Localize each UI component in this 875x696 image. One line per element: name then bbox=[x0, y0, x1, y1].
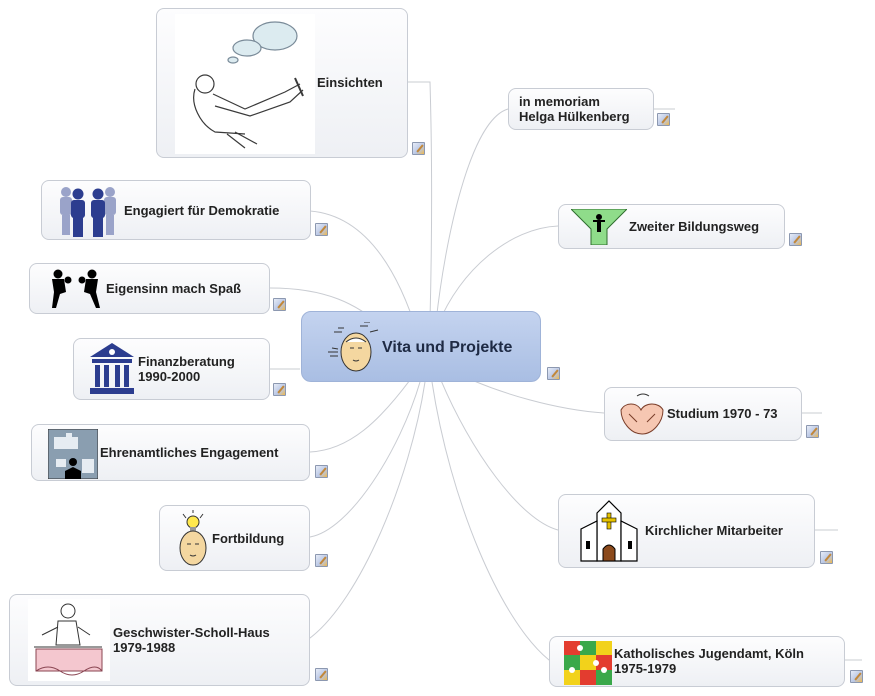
note-icon[interactable] bbox=[315, 465, 328, 478]
link-bildungsweg bbox=[437, 225, 559, 326]
topic-demokratie-label: Engagiert für Demokratie bbox=[124, 203, 280, 218]
link-kirchlich bbox=[439, 377, 838, 531]
link-jugendamt bbox=[431, 381, 862, 661]
link-ehrenamt bbox=[309, 379, 411, 453]
daydreaming-person-picture bbox=[175, 14, 315, 154]
topic-studium-label: Studium 1970 - 73 bbox=[667, 406, 778, 421]
link-fortbildung bbox=[309, 381, 421, 538]
note-icon[interactable] bbox=[315, 554, 328, 567]
topic-finanz-label: Finanzberatung 1990-2000 bbox=[138, 354, 235, 384]
note-icon[interactable] bbox=[789, 233, 802, 246]
boxing-figures-icon bbox=[52, 269, 100, 308]
topic-studium[interactable]: Studium 1970 - 73 bbox=[604, 387, 802, 441]
topic-jugendamt-label: Katholisches Jugendamt, Köln 1975-1979 bbox=[614, 646, 804, 676]
topic-fortbildung-label: Fortbildung bbox=[212, 531, 285, 546]
topic-fortbildung[interactable]: Fortbildung bbox=[159, 505, 310, 571]
topic-eigensinn[interactable]: Eigensinn mach Spaß bbox=[29, 263, 270, 314]
link-in-memoriam bbox=[435, 108, 675, 323]
bank-building-icon bbox=[90, 343, 134, 394]
topic-bildungsweg-label: Zweiter Bildungsweg bbox=[629, 219, 760, 234]
colored-puzzle-icon bbox=[564, 641, 612, 685]
note-icon[interactable] bbox=[657, 113, 670, 126]
note-icon[interactable] bbox=[806, 425, 819, 438]
topic-demokratie[interactable]: Engagiert für Demokratie bbox=[41, 180, 311, 240]
topic-scholl[interactable]: Geschwister-Scholl-Haus 1979-1988 bbox=[9, 594, 310, 686]
topic-ehrenamt[interactable]: Ehrenamtliches Engagement bbox=[31, 424, 310, 481]
link-scholl bbox=[12, 381, 426, 639]
lightbulb-head-icon bbox=[179, 510, 207, 566]
crossroads-icon bbox=[571, 209, 627, 245]
note-icon[interactable] bbox=[273, 298, 286, 311]
central-topic-label: Vita und Projekte bbox=[382, 339, 513, 356]
topic-finanz[interactable]: Finanzberatung 1990-2000 bbox=[73, 338, 270, 400]
note-icon[interactable] bbox=[412, 142, 425, 155]
note-icon[interactable] bbox=[273, 383, 286, 396]
topic-in-memoriam-label: in memoriam Helga Hülkenberg bbox=[519, 94, 630, 124]
topic-ehrenamt-label: Ehrenamtliches Engagement bbox=[100, 445, 279, 460]
topic-jugendamt[interactable]: Katholisches Jugendamt, Köln 1975-1979 bbox=[549, 636, 845, 687]
topic-scholl-label: Geschwister-Scholl-Haus 1979-1988 bbox=[113, 625, 270, 655]
note-icon[interactable] bbox=[315, 668, 328, 681]
note-icon[interactable] bbox=[315, 223, 328, 236]
topic-einsichten-label: Einsichten bbox=[317, 75, 383, 90]
thinking-hands-icon bbox=[620, 393, 664, 435]
people-group-icon bbox=[60, 187, 116, 237]
link-demokratie bbox=[309, 210, 419, 336]
topic-bildungsweg[interactable]: Zweiter Bildungsweg bbox=[558, 204, 785, 249]
central-topic[interactable]: Vita und Projekte bbox=[301, 311, 541, 382]
note-icon[interactable] bbox=[547, 367, 560, 380]
topic-in-memoriam[interactable]: in memoriam Helga Hülkenberg bbox=[508, 88, 654, 130]
topic-eigensinn-label: Eigensinn mach Spaß bbox=[106, 281, 242, 296]
person-at-desk-picture bbox=[28, 599, 110, 681]
puzzle-person-icon bbox=[48, 429, 98, 479]
thinking-head-icon bbox=[328, 322, 379, 372]
link-einsichten bbox=[408, 81, 432, 321]
church-icon bbox=[580, 500, 638, 562]
topic-kirchlich[interactable]: Kirchlicher Mitarbeiter bbox=[558, 494, 815, 568]
note-icon[interactable] bbox=[850, 670, 863, 683]
topic-einsichten[interactable]: Einsichten bbox=[156, 8, 408, 158]
topic-kirchlich-label: Kirchlicher Mitarbeiter bbox=[645, 523, 783, 538]
note-icon[interactable] bbox=[820, 551, 833, 564]
